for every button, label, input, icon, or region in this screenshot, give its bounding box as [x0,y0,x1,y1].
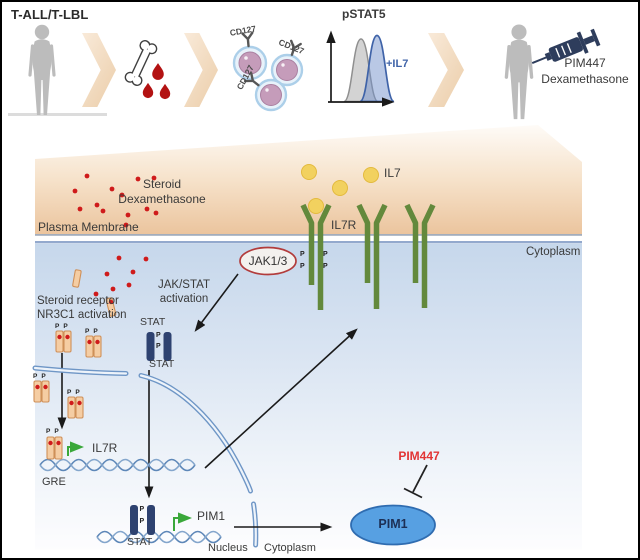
phospho-mark: P [63,323,68,330]
flow-histogram [326,30,395,107]
leukemic-cells [232,31,304,112]
leukemic-cell-icon [270,39,304,87]
treatment-label: PIM447 Dexamethasone [534,55,636,87]
phospho-mark: P [33,373,38,380]
nr3c1-dimer [33,380,50,403]
jak-label: JAK1/3 [248,254,288,268]
cd127-receptor-icon [241,31,254,48]
steroid-receptor-dimers [33,330,102,460]
il7r-receptors [300,203,436,310]
il7r-label: IL7R [331,218,357,232]
pim1-protein-label: PIM1 [378,517,408,531]
phospho-mark: P [156,332,161,339]
nuclear-envelope [32,365,259,548]
phospho-mark: P [139,506,145,513]
cd127-receptor-icon [290,39,302,56]
nr3c1-line1: Steroid receptor [37,295,119,307]
stat-label-top: STAT [140,316,166,328]
membrane-inner-line [35,241,582,244]
dna-helix-gre [39,458,196,472]
jakstat-activation-arrow [194,273,239,332]
stat-label-nuclear: STAT [127,536,153,548]
dna-helix-pim1 [96,530,222,544]
ground-line [8,113,107,116]
blood-drops-icon [142,63,171,100]
cytoplasm-label: Cytoplasm [526,246,581,258]
phospho-mark: P [41,373,46,380]
il7-bound-ligand [308,198,324,214]
patient-icon [504,24,534,120]
il7r-to-membrane-arrow [204,328,358,469]
inhibition-arrow [403,464,428,499]
phospho-mark: P [300,263,305,270]
nr3c1-dimer [55,330,72,353]
phospho-mark: P [323,263,328,270]
il7r-gene-label: IL7R [92,441,118,455]
plot-il7-annotation: +IL7 [386,58,409,70]
steroid-line2: Dexamethasone [118,192,206,206]
phospho-mark: P [85,328,90,335]
phospho-mark: P [323,251,328,258]
phospho-mark: P [67,389,72,396]
stat-label-bottom: STAT [149,358,175,370]
steroid-molecules [72,173,159,297]
phospho-mark: P [156,343,161,350]
pim1-protein [350,504,436,546]
nr3c1-dimer-on-gre [46,436,63,460]
syringe-icon [531,28,601,64]
nr3c1-dimer [85,335,102,358]
phospho-mark: P [55,323,60,330]
gre-label: GRE [42,476,66,488]
steroid-receptor-monomer [72,269,117,317]
jak-oval [239,246,297,276]
il7-label: IL7 [384,166,401,180]
il7r-receptor-icon [356,203,388,309]
cytoplasm-label-bottom: Cytoplasm [264,542,316,554]
cd127-receptor-icon [243,72,260,87]
bone-icon [124,40,158,86]
steroid-dexamethasone-label: Steroid Dexamethasone [112,177,212,207]
plot-title: pSTAT5 [342,7,386,21]
treatment-line-pim447: PIM447 [564,56,606,70]
phospho-mark: P [46,428,51,435]
nr3c1-line2: NR3C1 activation [37,309,127,321]
cytoplasm-panel [35,243,582,550]
disease-title: T-ALL/T-LBL [11,7,89,22]
membrane-outer-line [35,234,582,236]
il7r-receptor-icon [300,203,332,310]
plasma-membrane-label: Plasma Membrane [38,220,139,234]
treatment-line-dexamethasone: Dexamethasone [541,72,629,86]
steroid-line1: Steroid [142,177,182,191]
il7r-transcription-arrow [67,441,84,456]
nr3c1-dimer [67,396,84,419]
pim447-label: PIM447 [398,449,440,463]
il7r-receptor-icon [404,203,436,308]
phospho-mark: P [139,518,145,525]
plasma-membrane-band [35,125,582,235]
stat-dimer-nucleus [130,505,155,535]
patient-icon [8,24,107,116]
leukemic-cell-icon [243,72,288,112]
pim1-gene-label: PIM1 [197,509,226,523]
stat-dimer-cytoplasm [146,332,172,361]
jakstat-line1: JAK/STAT [158,279,210,291]
jakstat-line2: activation [159,293,209,305]
phospho-mark: P [93,328,98,335]
il7-ligands [301,164,379,214]
phospho-mark: P [300,251,305,258]
jakstat-activation-label: JAK/STAT activation [142,278,226,306]
phospho-mark: P [54,428,59,435]
leukemic-cell-icon [232,31,268,81]
nr3c1-activation-label: Steroid receptor NR3C1 activation [37,294,126,322]
phospho-mark: P [75,389,80,396]
nucleus-label: Nucleus [208,542,248,554]
pim1-transcription-arrow [173,512,192,531]
histogram-il7-peak [359,34,395,103]
